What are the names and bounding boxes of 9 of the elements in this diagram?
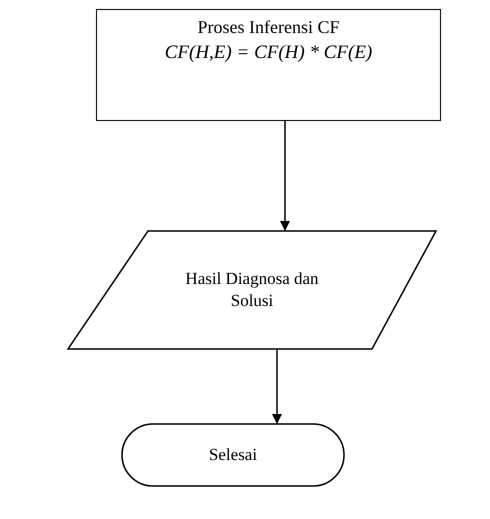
formula-text: CF(H,E) = CF(H) * CF(E) [164,41,372,65]
arrow [272,350,282,424]
process-box [96,9,441,121]
io-parallelogram [67,230,437,350]
process-title: Proses Inferensi CF [198,16,340,39]
node-label: Hasil Diagnosa dan Solusi [184,268,320,312]
terminal-shape [121,423,345,487]
node-label: Selesai [208,444,258,466]
arrow [280,121,290,231]
